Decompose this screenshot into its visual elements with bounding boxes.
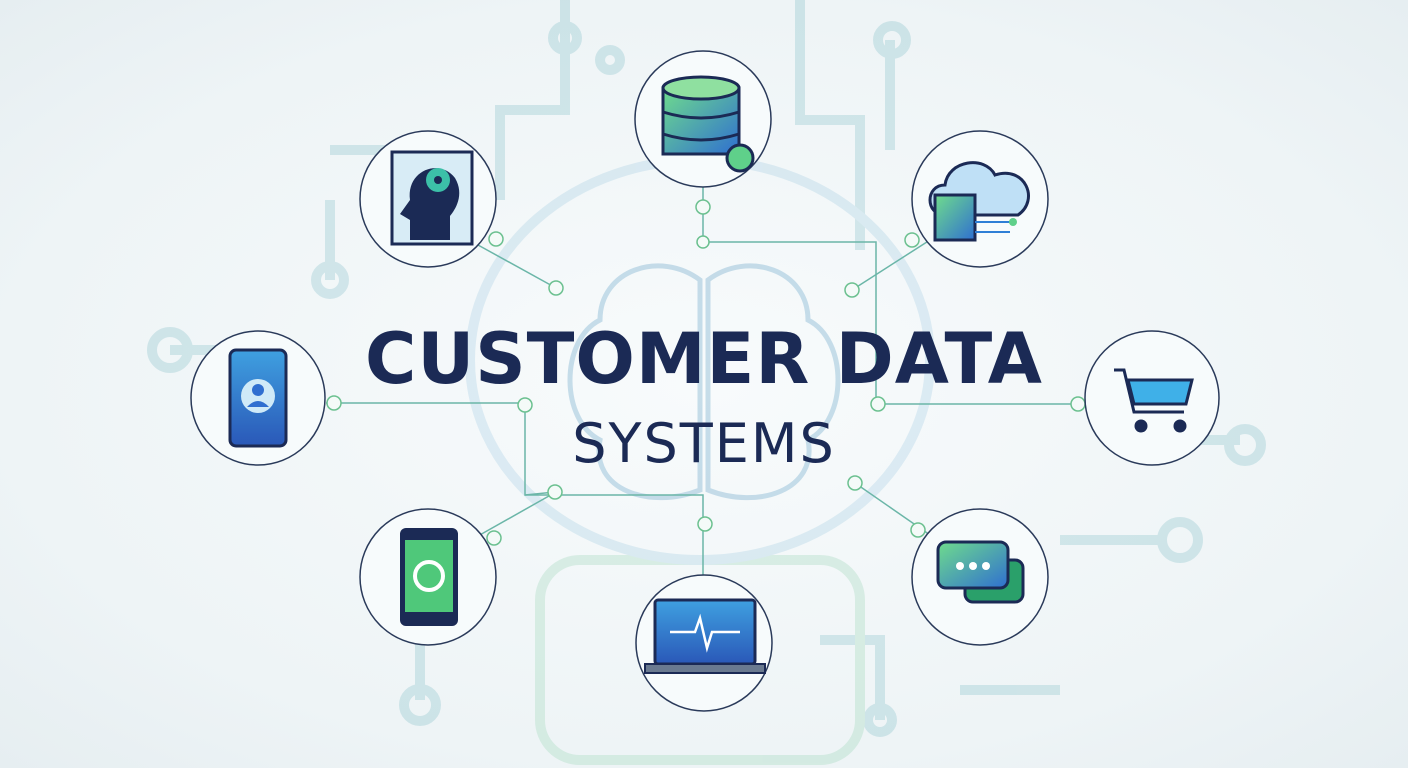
mobile-user-profile-icon <box>228 348 288 448</box>
connector-lines <box>326 187 1078 575</box>
node-laptop <box>635 574 773 712</box>
node-ai-head <box>359 130 497 268</box>
laptop-pulse-icon <box>644 598 766 674</box>
node-mobile-app <box>359 508 497 646</box>
chat-bubbles-icon <box>936 540 1025 604</box>
title-line-2: SYSTEMS <box>572 412 836 475</box>
cloud-database-icon <box>928 161 1030 242</box>
node-cart <box>1084 330 1220 466</box>
database-icon <box>661 75 755 173</box>
shopping-cart-icon <box>1114 368 1194 433</box>
brain-outline <box>567 263 841 501</box>
ai-head-gear-icon <box>390 150 474 246</box>
node-chat <box>911 508 1049 646</box>
node-database <box>634 50 772 188</box>
node-cloud <box>911 130 1049 268</box>
mobile-app-icon <box>400 528 458 626</box>
title-line-1: CUSTOMER DATA <box>365 318 1043 400</box>
connector-dots <box>326 199 1086 546</box>
background-circuit <box>147 0 1266 765</box>
node-mobile-user <box>190 330 326 466</box>
